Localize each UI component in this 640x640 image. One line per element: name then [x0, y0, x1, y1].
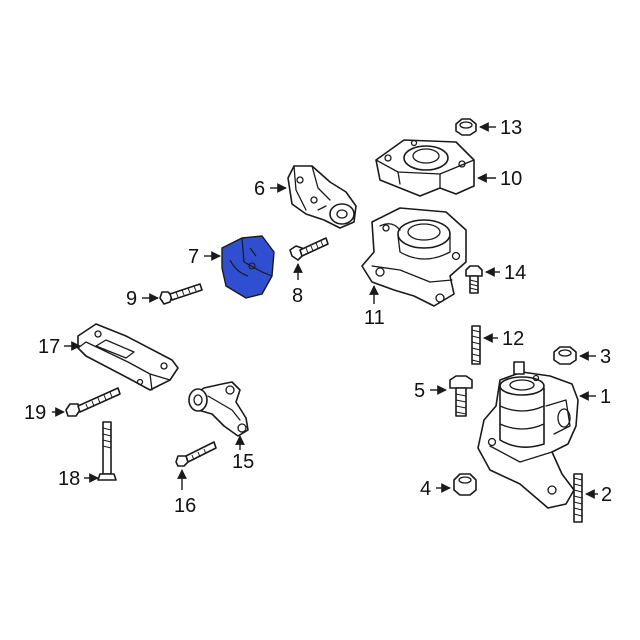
callout-10: 10 [500, 168, 522, 190]
callout-4: 4 [420, 478, 431, 500]
callout-12: 12 [502, 328, 524, 350]
callout-1: 1 [600, 386, 611, 408]
callout-19: 19 [24, 402, 46, 424]
part-4-nut[interactable] [453, 473, 477, 496]
part-5-bolt[interactable] [449, 375, 473, 417]
part-6-bracket[interactable] [287, 165, 357, 229]
part-2-stud[interactable] [573, 473, 583, 523]
part-8-bolt[interactable] [289, 237, 329, 261]
part-7-bracket-highlighted[interactable] [221, 235, 275, 299]
part-14-bolt[interactable] [465, 265, 483, 294]
callout-11: 11 [364, 307, 385, 329]
part-10-mount-bracket[interactable] [375, 139, 475, 197]
callout-8: 8 [292, 285, 303, 307]
part-19-bolt[interactable] [65, 387, 121, 417]
callout-6: 6 [254, 178, 265, 200]
part-17-support-bracket[interactable] [77, 323, 179, 391]
callout-14: 14 [504, 262, 526, 284]
callout-13: 13 [500, 117, 522, 139]
callout-7: 7 [188, 246, 199, 268]
part-13-nut[interactable] [455, 118, 477, 136]
part-11-transmission-mount[interactable] [361, 207, 467, 307]
part-3-nut[interactable] [553, 346, 577, 365]
callout-3: 3 [600, 346, 611, 368]
part-15-link-bracket[interactable] [188, 381, 249, 437]
callout-5: 5 [414, 380, 425, 402]
part-16-bolt[interactable] [175, 441, 217, 467]
part-1-engine-mount[interactable] [477, 361, 579, 509]
callout-17: 17 [38, 336, 60, 358]
part-12-stud[interactable] [471, 325, 481, 365]
callout-16: 16 [174, 495, 196, 517]
callout-18: 18 [58, 468, 80, 490]
callout-15: 15 [232, 451, 254, 473]
callout-2: 2 [601, 484, 612, 506]
part-18-long-bolt[interactable] [97, 421, 117, 481]
part-9-bolt[interactable] [159, 283, 203, 305]
callout-9: 9 [126, 288, 137, 310]
